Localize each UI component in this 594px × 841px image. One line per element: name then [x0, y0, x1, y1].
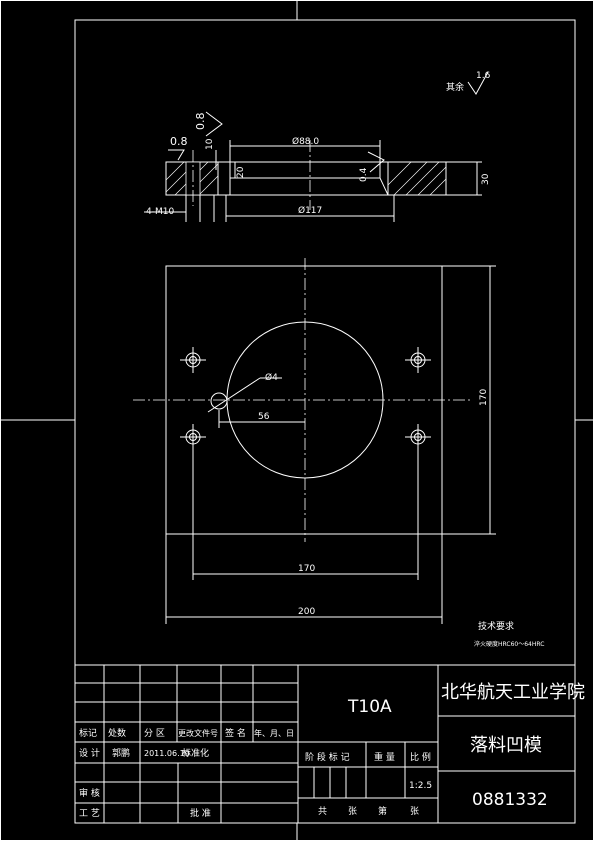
dim-text-width: 200 — [298, 607, 315, 617]
dim-text-small: 10 — [205, 138, 215, 150]
dim-text-height-right: 30 — [481, 173, 491, 185]
tb-count: 处数 — [108, 727, 126, 739]
title-block-frame — [74, 664, 576, 824]
roughness-left: 0.8 — [170, 135, 188, 148]
roughness-note-label: 其余 — [446, 81, 464, 93]
tb-zone: 分 区 — [144, 728, 165, 739]
roughness-right-icon — [367, 151, 385, 173]
pin-hole — [210, 392, 228, 410]
section-view: Ø88.0 0.8 0.8 10 20 0.4 30 4-M10 Ø117 — [144, 111, 491, 222]
tb-design-date: 2011.06.10 — [144, 749, 190, 758]
tech-requirements: 技术要求 淬火硬度HRC60～64HRC — [474, 620, 544, 648]
tb-designer-name: 郭鹏 — [112, 747, 130, 759]
roughness-note: 其余 1.6 — [446, 71, 491, 95]
tb-approve: 批 准 — [190, 807, 211, 819]
dim-text-height: 170 — [479, 389, 489, 406]
roughness-mid-icon — [205, 111, 223, 137]
roughness-right: 0.4 — [359, 167, 369, 182]
tb-standardize: 标准化 — [182, 747, 209, 759]
section-right-hatch — [387, 161, 447, 196]
tb-sheet-unit: 张 — [410, 806, 419, 817]
section-right-block — [387, 161, 447, 196]
tb-school: 北华航天工业学院 — [441, 682, 585, 703]
tb-weight: 重 量 — [374, 751, 395, 763]
dim-text-hole: Ø4 — [265, 372, 278, 383]
title-block: 标记 处数 分 区 更改文件号 签 名 年、月、日 设 计 郭鹏 2011.06… — [74, 664, 585, 824]
roughness-left-icon — [168, 149, 185, 161]
tb-process: 工 艺 — [79, 808, 100, 819]
tb-mark: 标记 — [79, 727, 97, 739]
tb-date: 年、月、日 — [254, 728, 294, 738]
tb-part-name: 落料凹模 — [470, 735, 542, 756]
tb-total-unit: 张 — [348, 806, 357, 817]
tb-scale-label: 比 例 — [410, 751, 431, 763]
plan-view: Ø4 56 170 170 200 — [133, 258, 496, 624]
tb-stage-mark: 阶 段 标 记 — [305, 751, 350, 763]
tb-material: T10A — [347, 697, 392, 717]
tb-review: 审 核 — [79, 787, 100, 799]
bolt-holes — [180, 347, 431, 450]
tb-drawing-no: 0881332 — [472, 790, 548, 810]
dim-text-offset: 56 — [258, 412, 270, 422]
tech-req-line1: 淬火硬度HRC60～64HRC — [474, 640, 544, 648]
tech-req-title: 技术要求 — [478, 620, 514, 632]
tb-sign: 签 名 — [225, 727, 246, 739]
tb-change-doc: 更改文件号 — [178, 728, 218, 738]
dim-text-bore: Ø88.0 — [292, 136, 319, 147]
tb-sheet-no: 第 — [378, 805, 387, 817]
dim-text-hole-spacing: 170 — [298, 564, 315, 574]
tb-designer: 设 计 — [79, 747, 100, 759]
leader-pin-hole — [207, 377, 261, 413]
dim-text-diameter: Ø117 — [298, 205, 322, 216]
dim-text-height-left: 20 — [236, 166, 246, 178]
tb-scale-value: 1:2.5 — [409, 781, 432, 791]
roughness-mid: 0.8 — [194, 113, 207, 131]
dim-text-bolt: 4-M10 — [146, 207, 174, 217]
bore-chamfer — [379, 177, 389, 196]
roughness-symbol-icon — [467, 71, 489, 95]
tb-total: 共 — [318, 806, 327, 817]
roughness-note-value: 1.6 — [476, 71, 491, 81]
